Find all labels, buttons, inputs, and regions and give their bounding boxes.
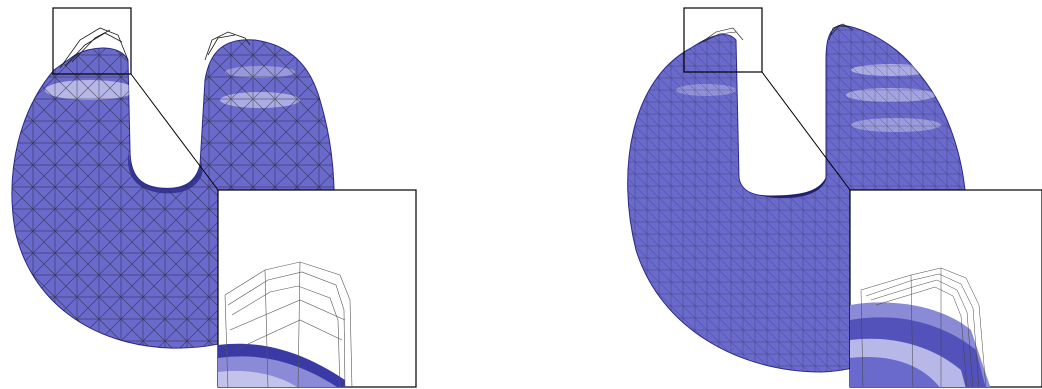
left-wire-caps [59,27,251,69]
right-zoom-inset [849,189,1042,388]
right-mesh-panel [521,0,1042,389]
zoom-region-box [52,7,132,75]
right-wire-caps [698,23,854,45]
zoom-region-box [683,7,763,73]
fine-mesh-render [627,7,1042,388]
left-zoom-inset [217,189,417,388]
coarse-mesh-render [11,7,417,388]
zoom-connector-line [130,73,219,191]
left-mesh-panel [11,7,417,388]
zoom-connector-line [761,71,851,191]
